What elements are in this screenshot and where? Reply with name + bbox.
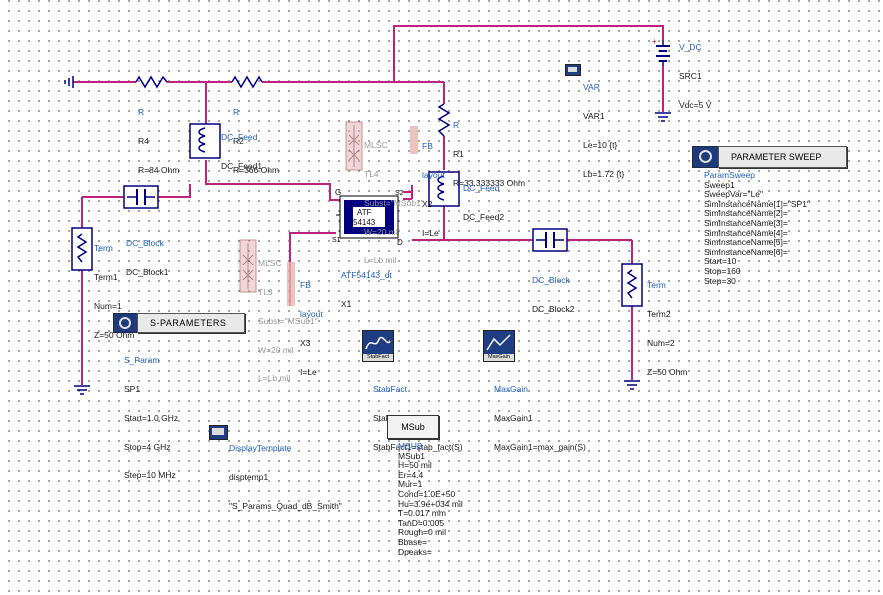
dc-block2-properties[interactable]: DC_Block DC_Block2: [532, 275, 575, 314]
display-template-properties[interactable]: DisplayTemplate disptemp1 "S_Params_Quad…: [229, 443, 342, 511]
wire-net[interactable]: [73, 25, 664, 385]
msub-line: Cond=1.0E+50: [398, 488, 456, 499]
vdc-properties[interactable]: V_DC SRC1 Vdc=5 V: [679, 42, 712, 110]
atf-pin-s2: S2: [395, 190, 404, 197]
dc-block1-properties[interactable]: DC_Block DC_Block1: [126, 238, 169, 277]
maxgain-icon[interactable]: MaxGain: [483, 330, 515, 362]
msub-line: Hu=3.9e+034 mil: [398, 498, 463, 509]
r2-properties[interactable]: R R2 R=366 Ohm: [233, 107, 280, 175]
msub-line: T=0.017 mm: [398, 508, 446, 519]
ground-term1-icon[interactable]: [74, 385, 90, 395]
msub-line: MSUB: [398, 441, 423, 451]
param-sweep-banner[interactable]: PARAMETER SWEEP: [718, 146, 847, 168]
dc-feed2-properties[interactable]: DC_Feed DC_Feed2: [463, 183, 505, 222]
r1-properties[interactable]: R R1 R=33.333333 Ohm: [453, 120, 526, 188]
sweep-line: Stop=160: [704, 265, 741, 276]
resistor-r2-icon[interactable]: [231, 75, 263, 89]
msub-line: Dpeaks=: [398, 546, 432, 557]
dc-block1-icon[interactable]: [123, 185, 159, 209]
sweep-line: Start=10: [704, 256, 737, 267]
fb-x2-icon[interactable]: [410, 126, 418, 154]
msub-line: Mur=1: [398, 479, 423, 490]
atf-pin-g: G: [335, 188, 342, 197]
sweep-line: SimInstanceName[3]=: [704, 217, 788, 228]
ground-term2-icon[interactable]: [624, 380, 640, 390]
sweep-line: ParamSweep: [704, 170, 756, 180]
atf-pin-s1: S1: [332, 237, 341, 244]
sweep-line: SimInstanceName[1]="SP1": [704, 198, 810, 209]
term2-properties[interactable]: Term Term2 Num=2 Z=50 Ohm: [647, 280, 688, 377]
atf-label-bottom: 54143: [353, 218, 376, 227]
mlsc-tl4-properties[interactable]: MLSC TL4 Subst="MSub1" W=20 mil L=Lb mil: [364, 140, 424, 266]
dc-feed1-properties[interactable]: DC_Feed DC_Feed1: [221, 132, 263, 171]
atf-transistor-icon[interactable]: [336, 195, 399, 239]
sweep-line: SweepVar="Le": [704, 189, 764, 200]
msub-line: Er=4.4: [398, 469, 424, 480]
fb-x3-properties[interactable]: FB layout X3 I=Le: [300, 280, 323, 377]
atf-label-top: ATF: [357, 208, 372, 217]
mlsc-tl3-properties[interactable]: MLSC TL3 Subst="MSub1" W=20 mil L=Lb mil: [258, 258, 318, 384]
stabfact-icon[interactable]: StabFact: [362, 330, 394, 362]
ground-vdc-icon[interactable]: [655, 66, 671, 122]
sweep-line: SimInstanceName[4]=: [704, 227, 788, 238]
s-param-gear-icon[interactable]: [113, 313, 139, 333]
sweep-line: SimInstanceName[2]=: [704, 208, 788, 219]
msub-line: Bbase=: [398, 536, 428, 547]
msub-line: H=50 mil: [398, 460, 432, 471]
svg-text:+: +: [652, 37, 657, 46]
sweep-line: Step=30: [704, 275, 736, 286]
msub-box[interactable]: MSub: [387, 415, 439, 439]
fb-x2-properties[interactable]: FB layout X2 I=Le: [422, 141, 445, 238]
s-param-banner[interactable]: S-PARAMETERS: [137, 313, 245, 333]
msub-line: Rough=0 mil: [398, 527, 446, 538]
mlsc-tl3-icon[interactable]: [239, 239, 257, 293]
term1-properties[interactable]: Term Term1 Num=1 Z=50 Ohm: [94, 243, 135, 340]
sweep-line: SimInstanceName[6]=: [704, 246, 788, 257]
term2-icon[interactable]: [621, 263, 643, 307]
atf-pin-d: D: [397, 238, 403, 247]
s-param-properties[interactable]: S_Param SP1 Start=1.0 GHz Stop=4 GHz Ste…: [124, 355, 179, 481]
display-template-icon[interactable]: [209, 425, 228, 440]
ground-left-icon[interactable]: [64, 76, 74, 88]
dc-feed1-icon[interactable]: [189, 123, 221, 159]
var-properties[interactable]: VAR VAR1 Le=10 {t} Lb=1.72 {t}: [583, 82, 625, 179]
sweep-line: SimInstanceName[5]=: [704, 237, 788, 248]
sweep-line: Sweep1: [704, 179, 735, 190]
var-icon[interactable]: [565, 64, 581, 76]
r4-properties[interactable]: R R4 R=84 Ohm: [138, 107, 180, 175]
vdc-source-icon[interactable]: +: [652, 37, 670, 66]
mlsc-tl4-icon[interactable]: [345, 121, 363, 171]
param-sweep-gear-icon[interactable]: [692, 146, 720, 168]
dc-feed2-icon[interactable]: [428, 171, 460, 207]
fb-x3-icon[interactable]: [287, 262, 295, 306]
msub-line: TanD=0.005: [398, 517, 445, 528]
resistor-r1-icon[interactable]: [437, 103, 451, 137]
resistor-r4-icon[interactable]: [135, 75, 168, 89]
atf-properties[interactable]: ATF54143_dt X1: [341, 270, 392, 309]
msub-line: MSub1: [398, 450, 425, 461]
maxgain-properties[interactable]: MaxGain MaxGain1 MaxGain1=max_gain(S): [494, 384, 586, 452]
dc-block2-icon[interactable]: [532, 228, 568, 252]
term1-icon[interactable]: [71, 227, 93, 271]
